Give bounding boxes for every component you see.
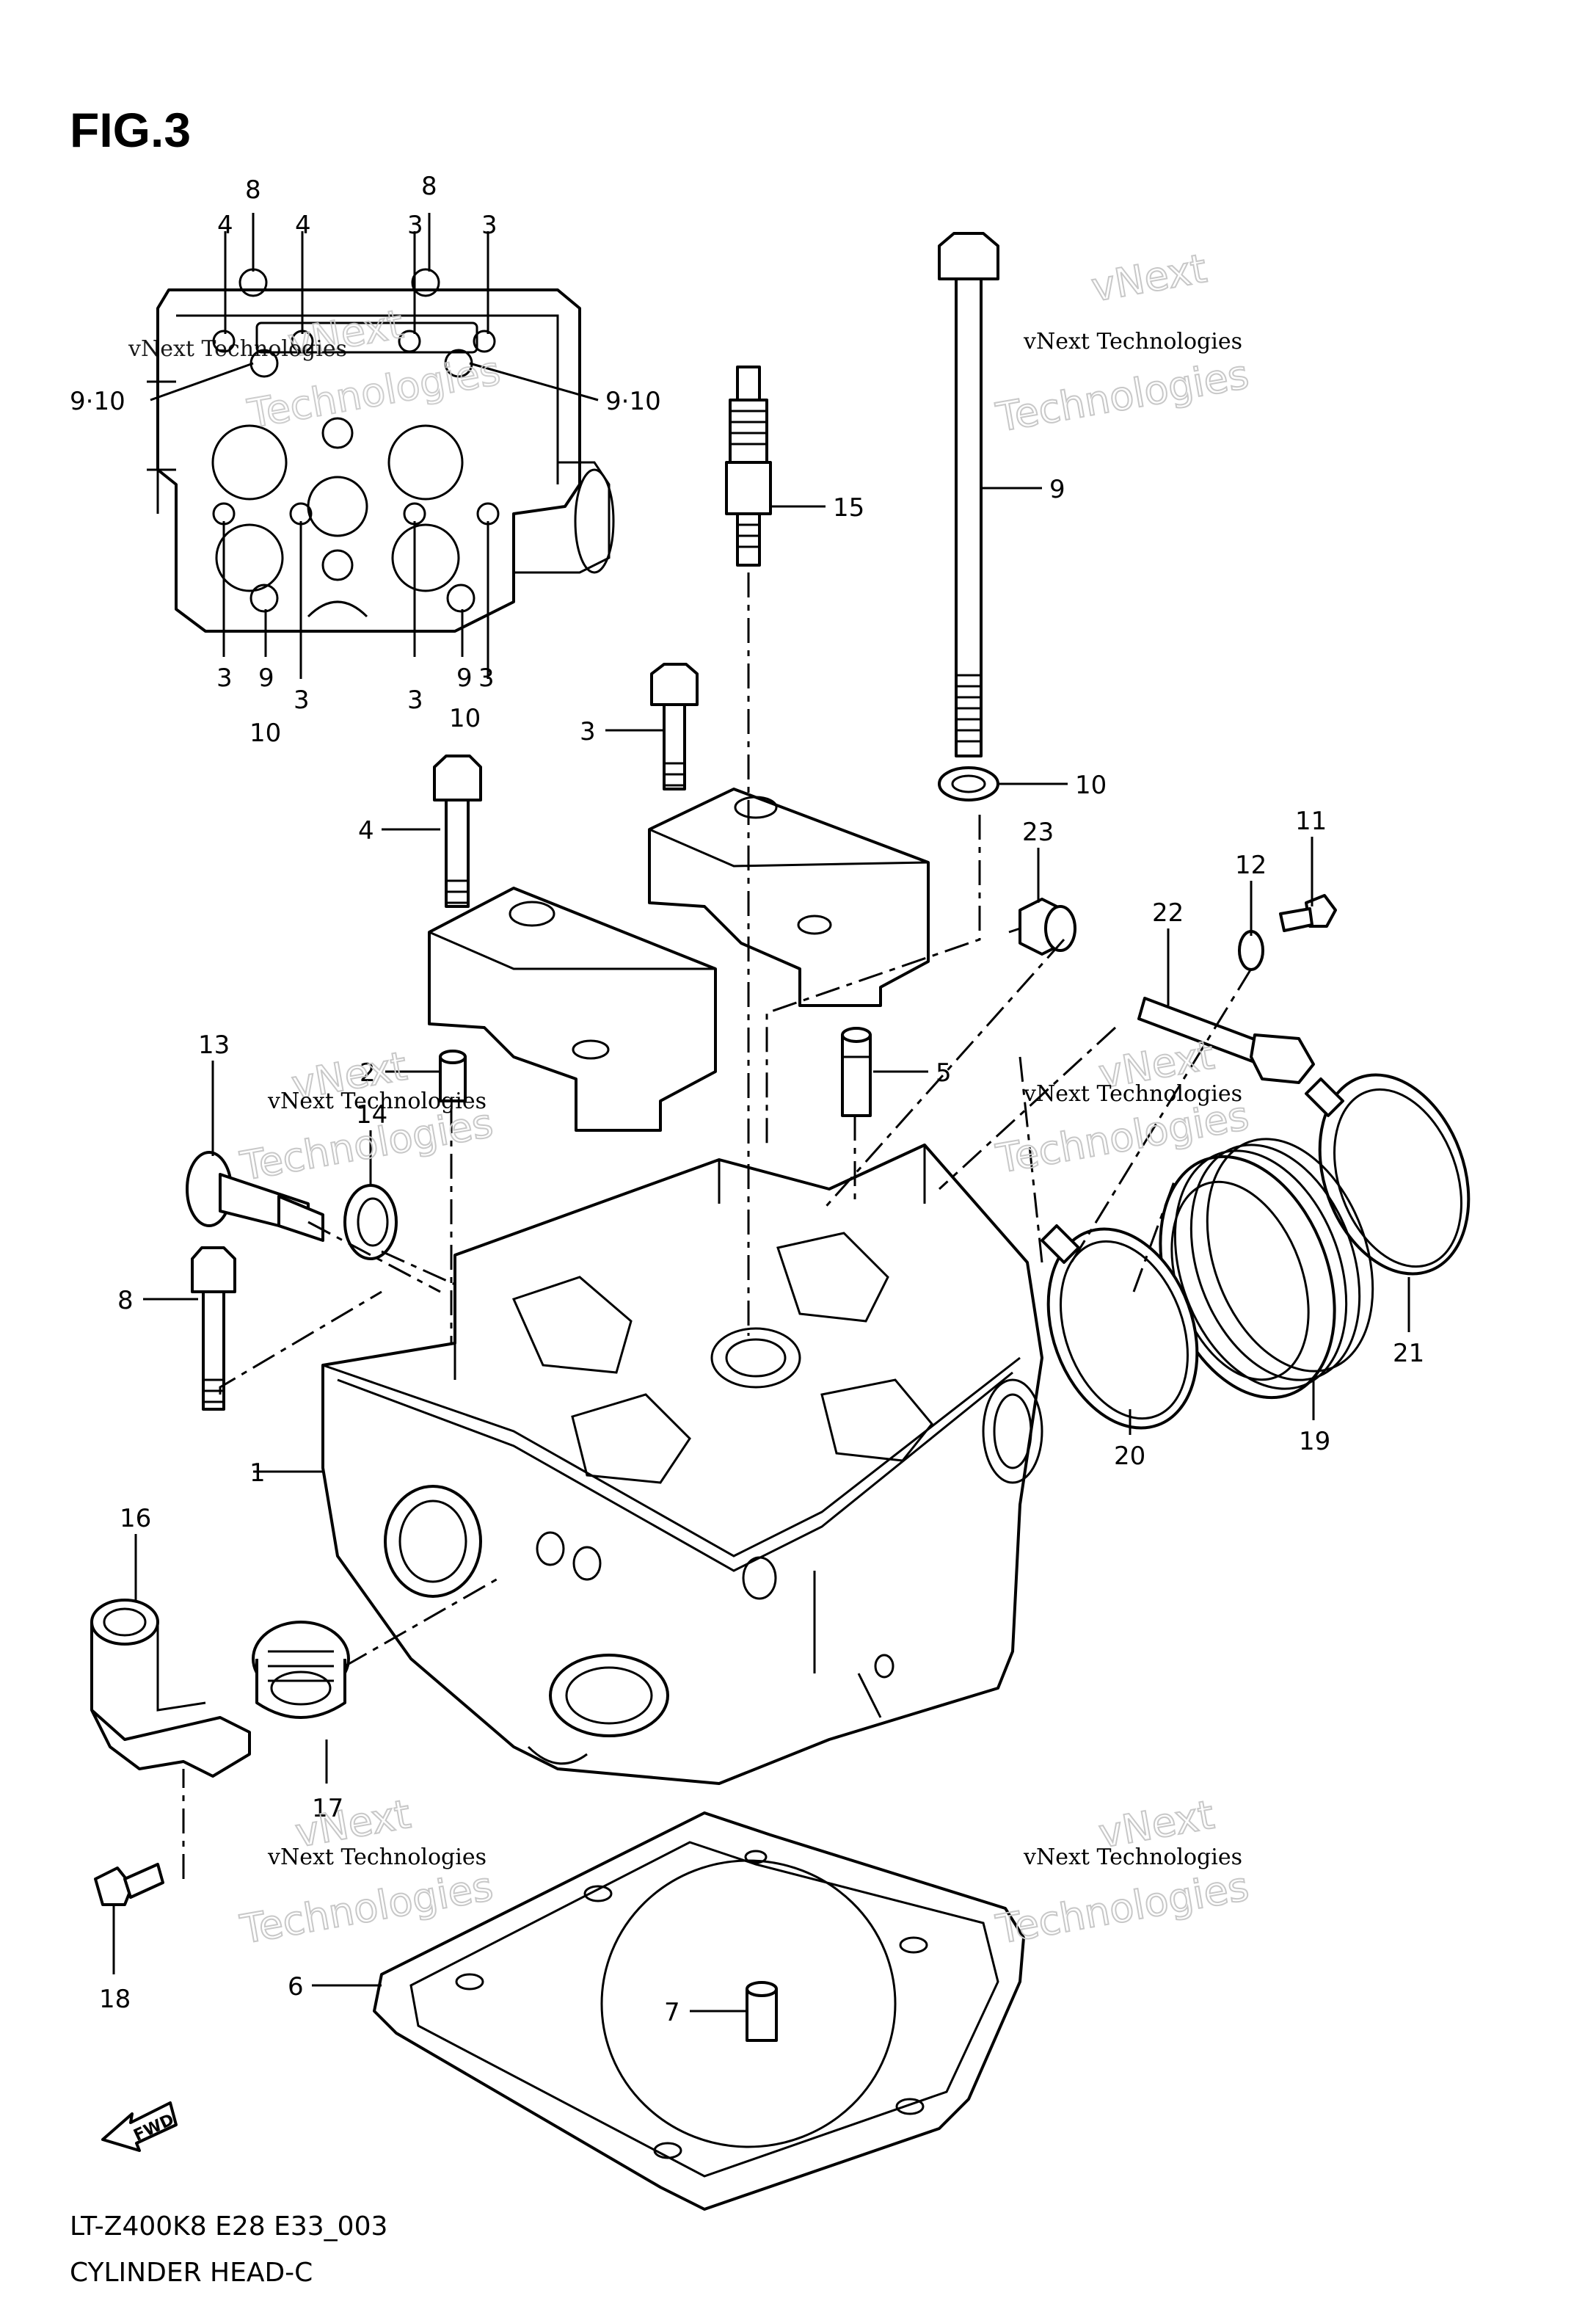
callout-8: 8 xyxy=(117,1286,134,1315)
callout-7: 7 xyxy=(664,1998,680,2027)
inset-head-view xyxy=(147,268,615,633)
bolt-22 xyxy=(1137,997,1315,1084)
fwd-arrow: FWD xyxy=(101,2101,178,2152)
callout-inset-4a: 4 xyxy=(217,211,233,240)
dowel-pin-5 xyxy=(841,1027,872,1117)
watermark-text-1: vNext Technologies xyxy=(128,336,347,362)
callout-13: 13 xyxy=(198,1030,230,1060)
spark-plug xyxy=(725,366,772,567)
callout-5: 5 xyxy=(936,1058,952,1088)
callout-11: 11 xyxy=(1295,807,1327,836)
watermark-text-2: vNext Technologies xyxy=(1023,329,1242,355)
inset-labels: 4 8 4 3 8 3 9·10 9·10 3 9 3 3 9 3 10 10 xyxy=(70,172,661,748)
bolt-18 xyxy=(94,1863,164,1906)
alignment-lines xyxy=(182,572,1253,1879)
camshaft-cap-rear xyxy=(648,788,930,1007)
stud-bolt xyxy=(938,232,999,757)
dowel-pin-7 xyxy=(746,1981,778,2042)
spacer-23 xyxy=(1019,898,1076,956)
callout-18: 18 xyxy=(99,1985,131,2014)
callout-17: 17 xyxy=(312,1794,343,1823)
watermark-text-5: vNext Technologies xyxy=(267,1844,487,1870)
callout-inset-8b: 8 xyxy=(421,172,437,201)
main-labels: 1 2 3 4 5 6 7 8 9 10 11 12 13 14 15 16 1… xyxy=(99,475,1424,2027)
bolt-11 xyxy=(1279,894,1337,932)
callout-4: 4 xyxy=(358,816,374,846)
callout-20: 20 xyxy=(1114,1442,1145,1471)
washer-12 xyxy=(1238,930,1264,971)
callout-inset-8a: 8 xyxy=(245,175,261,205)
callout-inset-3c: 3 xyxy=(216,664,233,693)
callout-inset-3a: 3 xyxy=(407,211,423,240)
washer xyxy=(938,766,999,801)
callout-2: 2 xyxy=(360,1058,376,1088)
thermostat-17 xyxy=(252,1621,350,1719)
callout-10: 10 xyxy=(1075,771,1107,800)
callout-inset-9-10-right: 9·10 xyxy=(605,387,661,416)
callout-inset-3e: 3 xyxy=(407,686,423,715)
watermark-5: vNext Technologies vNext Technologies xyxy=(236,1790,498,1954)
callout-9: 9 xyxy=(1049,475,1065,504)
watermark-2: vNext Technologies vNext Technologies xyxy=(992,244,1253,442)
figure-title: FIG.3 xyxy=(70,103,191,157)
callout-15: 15 xyxy=(833,493,864,523)
dowel-pin-2 xyxy=(439,1050,467,1102)
watermark-text-6: vNext Technologies xyxy=(1023,1844,1242,1870)
callout-23: 23 xyxy=(1022,818,1054,847)
bolt-3 xyxy=(650,663,699,790)
callout-19: 19 xyxy=(1299,1427,1330,1456)
callout-inset-4b: 4 xyxy=(295,211,311,240)
callout-inset-9a: 9 xyxy=(258,664,274,693)
callout-1: 1 xyxy=(249,1458,266,1488)
callout-inset-10a: 10 xyxy=(249,719,281,748)
water-outlet-16 xyxy=(90,1599,251,1778)
callout-inset-10b: 10 xyxy=(449,704,481,733)
watermark-text-4: vNext Technologies xyxy=(1023,1081,1242,1107)
watermark-6: vNext Technologies vNext Technologies xyxy=(992,1791,1253,1954)
callout-inset-9-10-left: 9·10 xyxy=(70,387,125,416)
callout-6: 6 xyxy=(288,1972,304,2002)
figure-code: LT-Z400K8 E28 E33_003 xyxy=(70,2211,387,2242)
main-leader-lines xyxy=(112,487,1410,2013)
callout-12: 12 xyxy=(1235,851,1267,880)
inset-leader-lines xyxy=(150,213,599,679)
watermark-top-2: vNext xyxy=(1088,245,1210,310)
callout-22: 22 xyxy=(1152,898,1184,928)
callout-inset-9b: 9 xyxy=(456,664,473,693)
watermark-tech-6: Technologies xyxy=(993,1863,1253,1952)
bolt-8 xyxy=(191,1246,236,1411)
figure-name: CYLINDER HEAD-C xyxy=(70,2258,313,2288)
plug-13 xyxy=(186,1151,324,1242)
bolt-4 xyxy=(433,755,482,908)
clamp-20 xyxy=(1041,1224,1199,1430)
callout-16: 16 xyxy=(120,1504,151,1533)
callout-14: 14 xyxy=(356,1100,387,1130)
watermark-tech-2: Technologies xyxy=(993,351,1253,440)
callout-21: 21 xyxy=(1393,1339,1424,1368)
watermark-text-3: vNext Technologies xyxy=(267,1088,487,1114)
cylinder-head xyxy=(321,1144,1043,1785)
callout-inset-3f: 3 xyxy=(478,664,495,693)
callout-3: 3 xyxy=(580,717,596,746)
oil-seal-14 xyxy=(343,1184,398,1260)
camshaft-cap-front xyxy=(428,887,717,1132)
callout-inset-3d: 3 xyxy=(294,686,310,715)
callout-inset-3b: 3 xyxy=(481,211,498,240)
